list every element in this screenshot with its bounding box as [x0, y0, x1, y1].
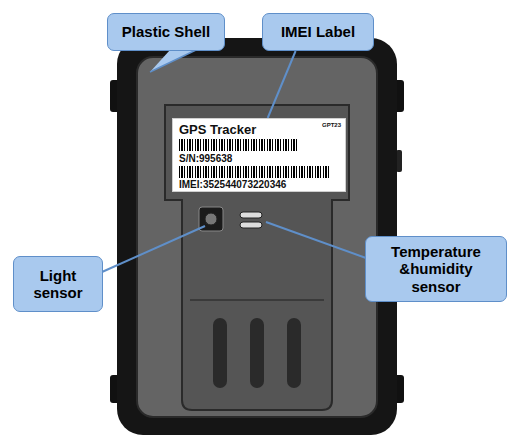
light-sensor-window	[205, 213, 217, 225]
callout-text: IMEI Label	[281, 23, 355, 40]
leader-line	[268, 51, 296, 118]
callout-text: Plastic Shell	[122, 23, 210, 40]
callout-box: Light sensor	[13, 256, 103, 312]
leader-line	[266, 222, 366, 258]
callout-box: IMEI Label	[262, 13, 374, 51]
temperature-humidity-sensor	[240, 212, 262, 218]
vent-slot	[213, 318, 227, 388]
centre-panel	[165, 105, 349, 410]
callout-tail	[150, 50, 196, 72]
plastic-shell	[117, 38, 397, 435]
label-text: S/N:995638	[179, 154, 232, 164]
leader-line	[102, 226, 205, 272]
callout-text: Temperature &humidity sensor	[374, 243, 498, 295]
imei-label: GPS Tracker GPT23S/N:995638IMEI:352544073…	[172, 118, 346, 192]
label-text: GPT23	[322, 122, 341, 128]
shell-body	[137, 57, 377, 417]
vent-slot	[287, 318, 301, 388]
label-text: GPS Tracker	[179, 123, 256, 136]
callout-text: Light sensor	[22, 267, 94, 302]
callout-box: Plastic Shell	[107, 13, 225, 51]
callout-box: Temperature &humidity sensor	[365, 236, 507, 302]
barcode	[179, 166, 329, 178]
panel-groove	[190, 299, 324, 301]
temperature-humidity-sensor	[240, 222, 262, 228]
vent-slot	[250, 318, 264, 388]
label-text: IMEI:352544073220346	[179, 180, 286, 190]
barcode	[179, 139, 297, 151]
